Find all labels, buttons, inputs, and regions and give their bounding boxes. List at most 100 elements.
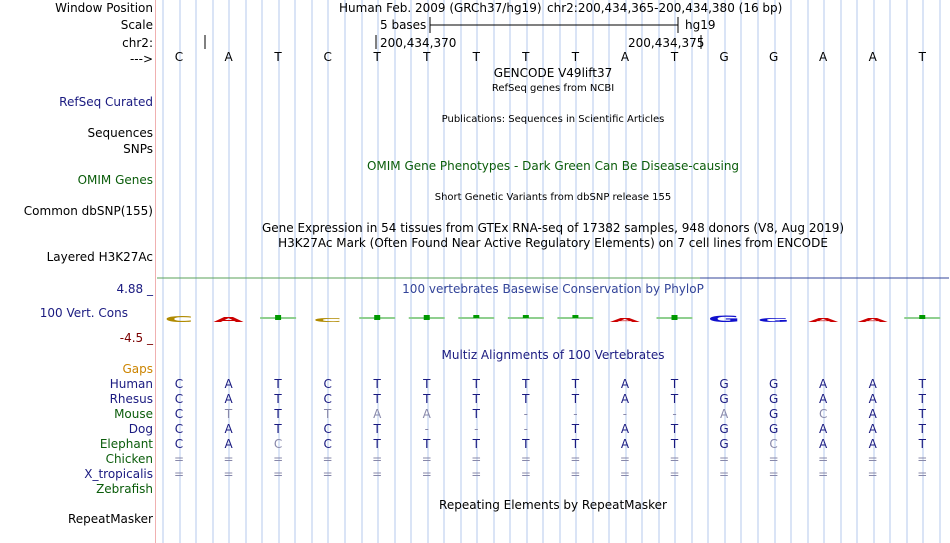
publications-title[interactable]: Publications: Sequences in Scientific Ar…	[441, 114, 665, 125]
gencode-title[interactable]: GENCODE V49lift37	[493, 66, 613, 80]
phylop-logo-letter: G	[708, 314, 740, 324]
alignment-base: G	[719, 437, 729, 451]
alignment-base: T	[472, 437, 480, 451]
alignment-base: G	[719, 377, 729, 391]
alignment-base: C	[323, 437, 332, 451]
refseq-subtitle[interactable]: RefSeq genes from NCBI	[491, 83, 615, 94]
gaps-label[interactable]: Gaps	[122, 362, 153, 376]
alignment-base: T	[571, 422, 580, 436]
species-label[interactable]: Human	[109, 377, 153, 391]
alignment-base: T	[918, 392, 926, 406]
alignment-base: =	[669, 452, 680, 466]
gtex-title[interactable]: Gene Expression in 54 tissues from GTEx …	[261, 221, 845, 235]
snps-label[interactable]: SNPs	[123, 142, 153, 156]
alignment-base: =	[570, 452, 581, 466]
alignment-base: =	[818, 467, 829, 481]
alignment-base: C	[174, 377, 184, 391]
species-label[interactable]: X_tropicalis	[84, 467, 153, 481]
alignment-base: T	[571, 392, 580, 406]
alignment-base: A	[224, 392, 233, 406]
alignment-base: =	[619, 467, 630, 481]
alignment-base: C	[769, 437, 778, 451]
window-position-value[interactable]: chr2:200,434,365-200,434,380 (16 bp)	[547, 1, 783, 15]
alignment-base: A	[224, 422, 233, 436]
alignment-base: =	[421, 452, 432, 466]
dbsnp-label[interactable]: Common dbSNP(155)	[23, 204, 153, 218]
assembly-name: Human Feb. 2009 (GRCh37/hg19)	[339, 1, 542, 15]
alignment-base: =	[520, 452, 531, 466]
cons-label[interactable]: 100 Vert. Cons	[39, 306, 128, 320]
alignment-base: =	[372, 467, 383, 481]
alignment-base: T	[918, 422, 926, 436]
phylop-logo-letter: A	[610, 317, 641, 323]
alignment-base: T	[423, 377, 431, 391]
h3k27ac-label[interactable]: Layered H3K27Ac	[46, 250, 153, 264]
species-label[interactable]: Zebrafish	[96, 482, 153, 496]
alignment-base: A	[819, 437, 828, 451]
alignment-base: =	[768, 467, 779, 481]
alignment-base: A	[868, 437, 877, 451]
phylop-title[interactable]: 100 vertebrates Basewise Conservation by…	[402, 282, 704, 296]
alignment-base: =	[372, 452, 383, 466]
alignment-base: T	[670, 437, 679, 451]
phylop-logo-letter	[572, 315, 579, 318]
alignment-base: G	[719, 422, 729, 436]
alignment-base: A	[224, 437, 233, 451]
alignment-base: T	[918, 407, 926, 421]
omim-title[interactable]: OMIM Gene Phenotypes - Dark Green Can Be…	[366, 159, 740, 173]
alignment-base: T	[670, 377, 679, 391]
multiz-title[interactable]: Multiz Alignments of 100 Vertebrates	[441, 348, 665, 362]
phylop-logo-letter: A	[213, 316, 244, 324]
base-letter: T	[472, 50, 480, 64]
sidebar-divider	[155, 0, 156, 543]
alignment-base: =	[768, 452, 779, 466]
alignment-base: =	[322, 452, 333, 466]
alignment-base: T	[522, 437, 530, 451]
alignment-base: C	[174, 407, 184, 421]
base-letter: A	[224, 50, 233, 64]
refseq-label[interactable]: RefSeq Curated	[59, 95, 153, 109]
alignment-base: A	[224, 377, 233, 391]
alignment-base: =	[867, 452, 878, 466]
alignment-base: C	[323, 422, 332, 436]
alignment-base: T	[522, 377, 530, 391]
alignment-base: -	[474, 422, 479, 436]
species-label[interactable]: Dog	[128, 422, 153, 436]
alignment-base: -	[573, 407, 578, 421]
alignment-base: =	[619, 452, 630, 466]
base-letter: T	[373, 50, 381, 64]
base-letter: A	[620, 50, 630, 64]
scale-size: 5 bases	[380, 18, 427, 32]
sequences-label[interactable]: Sequences	[87, 126, 153, 140]
alignment-base: T	[373, 437, 381, 451]
h3k27ac-title[interactable]: H3K27Ac Mark (Often Found Near Active Re…	[278, 236, 828, 250]
alignment-base: -	[523, 407, 529, 421]
alignment-base: T	[670, 422, 679, 436]
phylop-logo-letter: C	[313, 317, 342, 323]
alignment-base: C	[273, 437, 283, 451]
alignment-base: A	[868, 407, 877, 421]
alignment-base: T	[274, 392, 282, 406]
species-label[interactable]: Elephant	[99, 437, 153, 451]
species-label[interactable]: Rhesus	[109, 392, 153, 406]
alignment-base: =	[471, 452, 482, 466]
base-letter: T	[423, 50, 431, 64]
species-label[interactable]: Chicken	[105, 452, 153, 466]
alignment-base: A	[719, 407, 729, 421]
scale-label: Scale	[120, 18, 153, 32]
omim-label[interactable]: OMIM Genes	[77, 173, 153, 187]
base-letter: A	[819, 50, 828, 64]
dbsnp-title[interactable]: Short Genetic Variants from dbSNP releas…	[434, 192, 672, 203]
alignment-base: A	[620, 422, 630, 436]
repeatmasker-title[interactable]: Repeating Elements by RepeatMasker	[439, 498, 667, 512]
alignment-base: C	[174, 392, 184, 406]
window-position-label: Window Position	[55, 1, 153, 15]
repeatmasker-label[interactable]: RepeatMasker	[67, 512, 153, 526]
phylop-logo-letter	[275, 315, 282, 320]
base-letter: T	[571, 50, 580, 64]
species-label[interactable]: Mouse	[114, 407, 153, 421]
alignment-base: T	[670, 392, 679, 406]
alignment-base: A	[620, 437, 630, 451]
alignment-base: =	[421, 467, 432, 481]
base-letter: T	[670, 50, 679, 64]
